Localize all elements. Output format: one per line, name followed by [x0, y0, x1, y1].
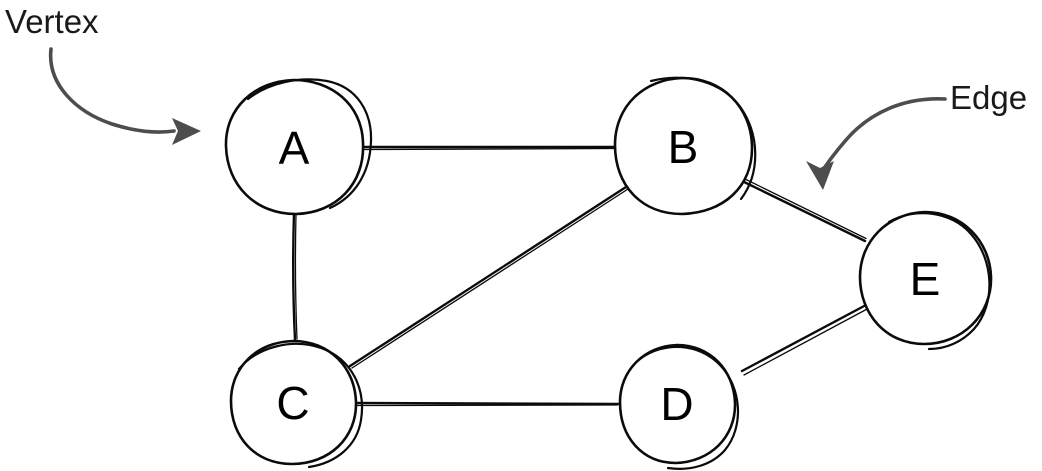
node-e-outline [858, 210, 993, 346]
edge-c-b[interactable] [348, 185, 629, 369]
node-d-outline-sketch [638, 345, 740, 470]
node-c-outline [229, 339, 358, 466]
annotation-edge: Edge [806, 79, 1027, 190]
node-a-label: A [279, 122, 310, 174]
node-b-label: B [668, 121, 699, 173]
node-a-outline-sketch [246, 78, 373, 210]
edge-annotation-label: Edge [950, 79, 1027, 116]
vertex-curved-arrow-icon [48, 47, 201, 145]
graph-node-a[interactable]: A [224, 78, 373, 216]
edge-a-b[interactable] [359, 145, 618, 151]
edge-a-c[interactable] [292, 211, 298, 342]
node-c-outline-sketch [237, 342, 364, 469]
node-d-label: D [660, 378, 693, 430]
graph-node-b[interactable]: B [613, 76, 757, 216]
edge-c-d[interactable] [353, 401, 621, 407]
annotation-vertex: Vertex [5, 3, 201, 145]
vertex-annotation-label: Vertex [5, 3, 99, 40]
graph-node-d[interactable]: D [618, 343, 740, 470]
edge-d-e[interactable] [740, 303, 870, 376]
node-a-outline [224, 78, 365, 216]
node-b-outline-sketch [649, 76, 757, 201]
node-e-outline-sketch [887, 212, 991, 351]
edge-b-e[interactable] [738, 176, 867, 243]
node-c-label: C [276, 377, 309, 429]
node-e-label: E [910, 253, 941, 305]
edge-group [292, 145, 870, 407]
graph-node-e[interactable]: E [858, 210, 993, 351]
edge-curved-arrow-icon [806, 97, 947, 190]
graph-node-c[interactable]: C [229, 339, 364, 469]
